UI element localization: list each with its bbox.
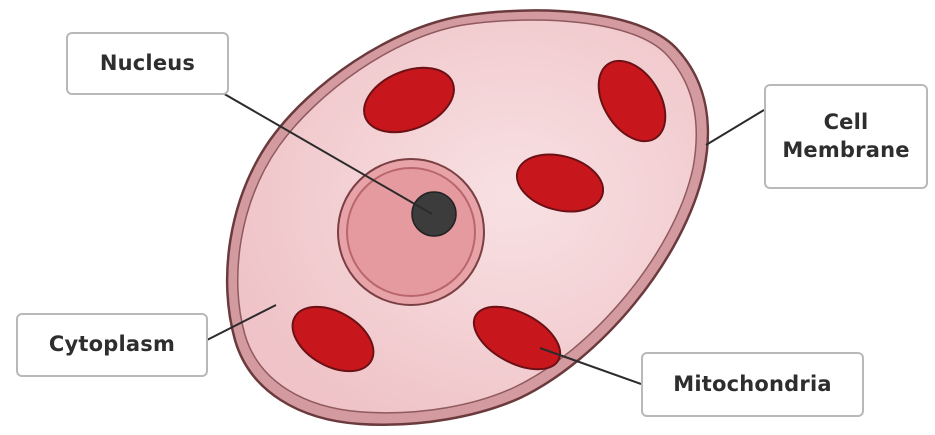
mitochondria-label: Mitochondria (641, 352, 864, 417)
nucleolus (412, 192, 456, 236)
cytoplasm-label-text: Cytoplasm (49, 331, 175, 358)
cytoplasm-label: Cytoplasm (16, 313, 208, 377)
mitochondria-label-text: Mitochondria (673, 371, 832, 398)
cell-membrane-label-line2: Membrane (782, 137, 909, 164)
cell-membrane-label: Cell Membrane (764, 84, 928, 189)
cell-membrane-label-line1: Cell (782, 109, 909, 136)
nucleus-label: Nucleus (66, 32, 229, 95)
membrane-leader-line (706, 110, 764, 145)
nucleus-inner (347, 168, 475, 296)
nucleus-label-text: Nucleus (100, 50, 195, 77)
